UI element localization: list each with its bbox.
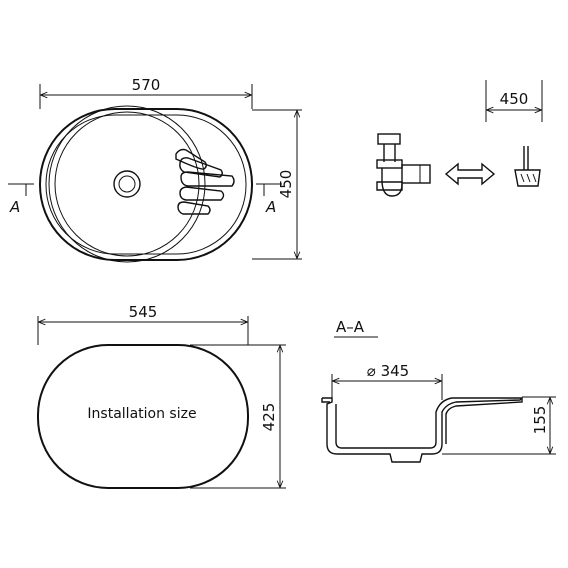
siphon-icon bbox=[376, 133, 431, 197]
double-arrow-icon bbox=[444, 162, 496, 186]
sink-profile-outer bbox=[322, 397, 523, 463]
dimension-accessory-450: 450 bbox=[500, 90, 529, 108]
dimension-width-570: 570 bbox=[132, 76, 161, 94]
installation-caption: Installation size bbox=[87, 406, 196, 422]
sink-rim bbox=[45, 114, 247, 255]
drainer-grooves bbox=[175, 148, 235, 215]
section-marker-left: A bbox=[9, 198, 20, 216]
dimension-height-450: 450 bbox=[277, 170, 295, 199]
bowl-inner bbox=[54, 111, 200, 257]
drain-outer bbox=[113, 170, 141, 198]
section-marker-right: A bbox=[265, 198, 276, 216]
sink-outline bbox=[39, 108, 253, 261]
accessory-dimension: 450 bbox=[485, 80, 543, 122]
dimension-diameter-345: ⌀ 345 bbox=[367, 362, 409, 380]
dimension-width-545: 545 bbox=[129, 303, 158, 321]
sink-profile-inner bbox=[321, 397, 523, 449]
dimension-depth-155: 155 bbox=[531, 406, 549, 435]
installation-outline bbox=[37, 344, 249, 489]
bowl bbox=[48, 105, 206, 263]
section-view: A–A ⌀ 345 155 bbox=[321, 318, 556, 463]
section-title: A–A bbox=[336, 318, 365, 336]
mounting-clamp-icon bbox=[514, 146, 541, 187]
top-view: 570 450 A A bbox=[8, 76, 302, 263]
drain-inner bbox=[118, 175, 136, 193]
dimension-height-425: 425 bbox=[260, 403, 278, 432]
installation-view: Installation size 545 425 bbox=[37, 303, 286, 489]
